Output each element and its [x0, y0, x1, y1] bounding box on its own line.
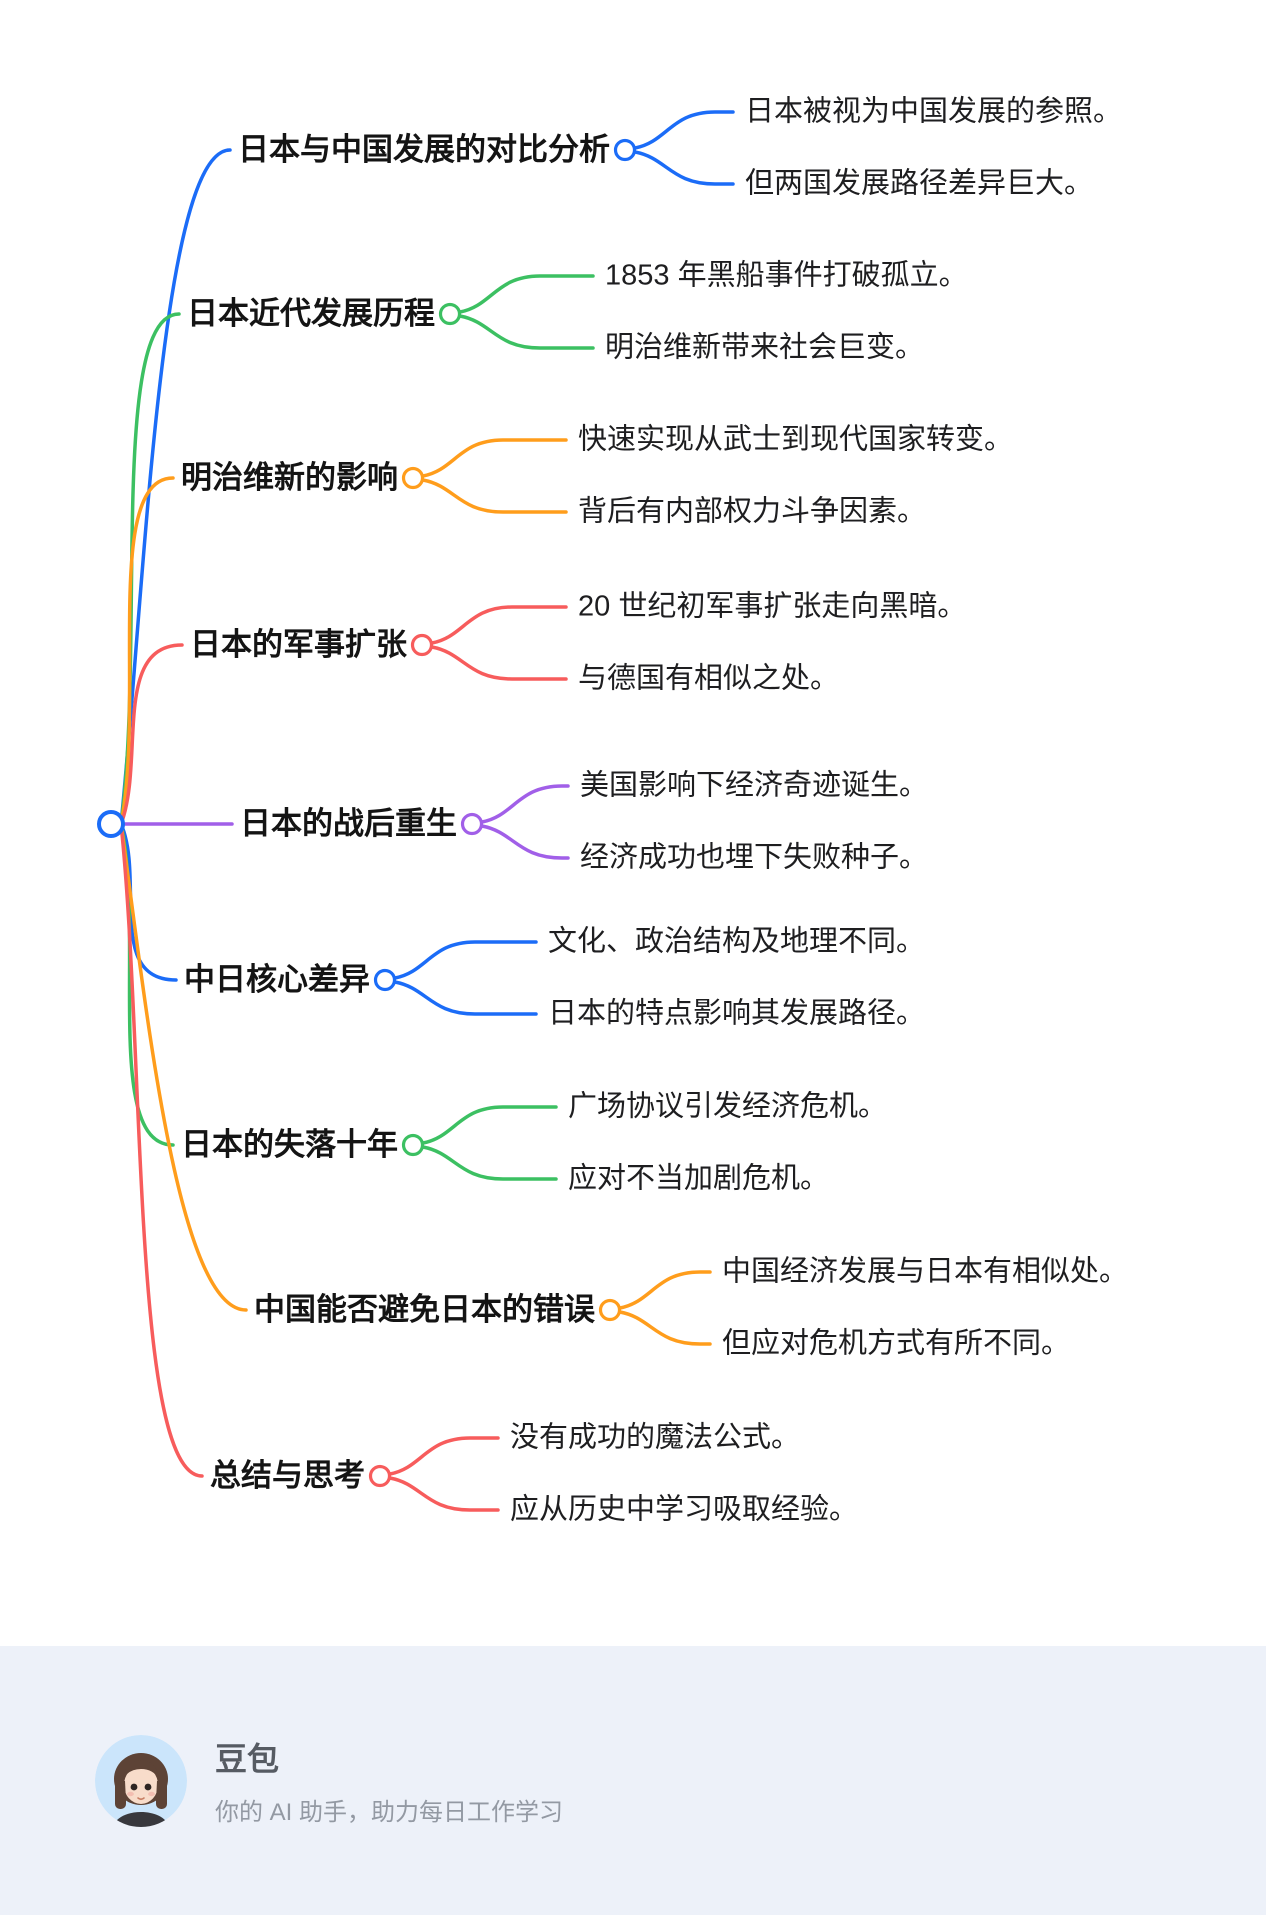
leaf-edge: [480, 784, 570, 824]
leaf-label[interactable]: 经济成功也埋下失败种子。: [580, 841, 929, 874]
branch-node-circle[interactable]: [401, 1133, 425, 1157]
leaf-edge: [618, 1270, 712, 1310]
leaf-edge: [480, 824, 570, 860]
branch-node-circle[interactable]: [410, 633, 434, 657]
branch-edge: [119, 476, 175, 826]
branch-node-circle[interactable]: [438, 302, 462, 326]
leaf-edge: [393, 940, 538, 980]
leaf-edge: [458, 314, 595, 350]
leaf-label[interactable]: 应对不当加剧危机。: [568, 1162, 830, 1195]
leaf-edge: [618, 1310, 712, 1346]
leaf-label[interactable]: 没有成功的魔法公式。: [510, 1421, 801, 1454]
branch-label[interactable]: 日本与中国发展的对比分析: [238, 131, 610, 167]
leaf-label[interactable]: 背后有内部权力斗争因素。: [578, 495, 927, 528]
branch-label[interactable]: 总结与思考: [210, 1457, 365, 1493]
branch-edge: [119, 822, 178, 982]
leaf-edge: [421, 1145, 558, 1181]
leaf-label[interactable]: 应从历史中学习吸取经验。: [510, 1493, 859, 1526]
leaf-label[interactable]: 但两国发展路径差异巨大。: [745, 167, 1094, 200]
mindmap-canvas: 日本与中国发展的对比分析 日本被视为中国发展的参照。但两国发展路径差异巨大。日本近…: [97, 95, 1129, 1526]
branch-label[interactable]: 日本的军事扩张: [190, 626, 407, 662]
leaf-label[interactable]: 快速实现从武士到现代国家转变。: [578, 423, 1014, 456]
mindmap-edges: [97, 110, 735, 1512]
branch-node-circle[interactable]: [368, 1464, 392, 1488]
leaf-label[interactable]: 与德国有相似之处。: [578, 662, 840, 695]
leaf-label[interactable]: 日本被视为中国发展的参照。: [745, 95, 1123, 128]
footer-subtitle: 你的 AI 助手，助力每日工作学习: [215, 1799, 564, 1826]
footer-title: 豆包: [215, 1741, 280, 1777]
leaf-label[interactable]: 明治维新带来社会巨变。: [605, 331, 925, 364]
leaf-edge: [430, 605, 568, 645]
doubao-avatar: [95, 1734, 187, 1827]
branch-edge: [119, 822, 248, 1312]
branch-label[interactable]: 日本的战后重生: [240, 805, 457, 841]
branch-label[interactable]: 中国能否避免日本的错误: [254, 1291, 595, 1327]
branch-label[interactable]: 日本近代发展历程: [187, 295, 435, 331]
mindmap-root-node[interactable]: [97, 810, 125, 838]
leaf-label[interactable]: 中国经济发展与日本有相似处。: [722, 1255, 1129, 1288]
branch-node-circle[interactable]: [401, 466, 425, 490]
branch-edge: [119, 643, 184, 826]
leaf-edge: [393, 980, 538, 1016]
branch-node-circle[interactable]: [373, 968, 397, 992]
leaf-label[interactable]: 日本的特点影响其发展路径。: [548, 997, 926, 1030]
branch-node-circle[interactable]: [613, 138, 637, 162]
leaf-edge: [421, 438, 568, 478]
leaf-label[interactable]: 美国影响下经济奇迹诞生。: [580, 769, 929, 802]
branch-label[interactable]: 明治维新的影响: [181, 459, 398, 495]
leaf-edge: [633, 150, 735, 186]
doubao-avatar-illustration: [95, 1734, 187, 1827]
leaf-edge: [430, 645, 568, 681]
footer-bar: 豆包 你的 AI 助手，助力每日工作学习: [0, 1646, 1266, 1915]
branch-edge: [119, 822, 204, 1478]
leaf-edge: [421, 478, 568, 514]
leaf-label[interactable]: 1853 年黑船事件打破孤立。: [605, 259, 968, 292]
leaf-edge: [633, 110, 735, 150]
leaf-label[interactable]: 广场协议引发经济危机。: [568, 1090, 888, 1123]
leaf-edge: [388, 1436, 500, 1476]
leaf-edge: [458, 274, 595, 314]
leaf-label[interactable]: 20 世纪初军事扩张走向黑暗。: [578, 590, 967, 623]
leaf-edge: [388, 1476, 500, 1512]
branch-node-circle[interactable]: [460, 812, 484, 836]
leaf-label[interactable]: 文化、政治结构及地理不同。: [548, 925, 926, 958]
footer-text-block: 豆包 你的 AI 助手，助力每日工作学习: [215, 1734, 563, 1827]
branch-node-circle[interactable]: [598, 1298, 622, 1322]
branch-label[interactable]: 中日核心差异: [184, 961, 370, 997]
leaf-label[interactable]: 但应对危机方式有所不同。: [722, 1327, 1071, 1360]
leaf-edge: [421, 1105, 558, 1145]
branch-label[interactable]: 日本的失落十年: [181, 1126, 398, 1162]
